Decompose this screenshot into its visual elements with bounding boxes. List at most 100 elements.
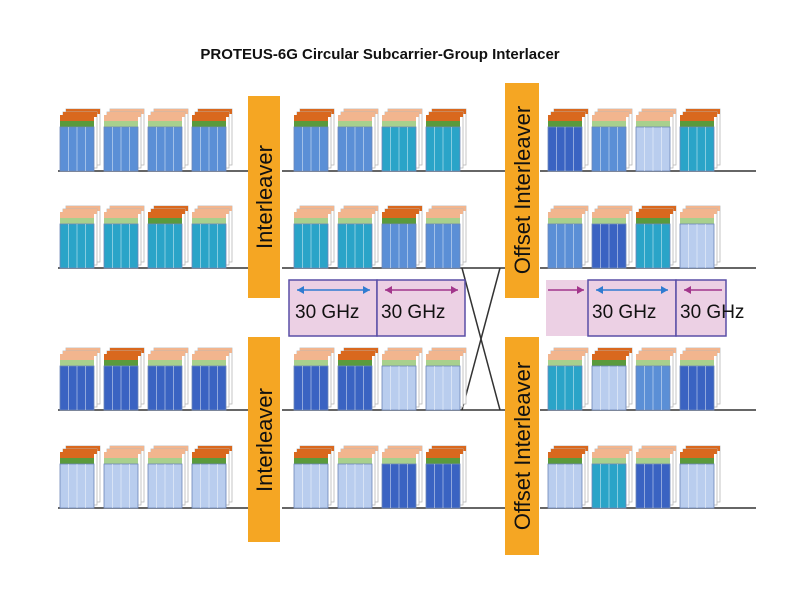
group-layer-header xyxy=(198,446,232,451)
subcarrier-group xyxy=(381,347,423,411)
group-header-green xyxy=(192,218,226,224)
subcarrier-group xyxy=(679,205,721,269)
offset-interleaver-bar xyxy=(505,83,539,298)
group-header-orange xyxy=(426,115,460,121)
offset-interleaver-bar-top: Offset Interleaver xyxy=(505,83,539,298)
interleaver-label: Interleaver xyxy=(252,145,277,249)
group-header-green xyxy=(192,360,226,366)
group-header-green xyxy=(592,458,626,464)
group-header-orange xyxy=(636,115,670,121)
subcarrier-group xyxy=(591,347,633,411)
subcarrier-group xyxy=(679,445,721,509)
subcarrier-group xyxy=(381,445,423,509)
subcarrier-group xyxy=(293,347,335,411)
group-layer-header xyxy=(554,446,588,451)
group-header-orange xyxy=(294,452,328,458)
subcarrier-group xyxy=(103,347,145,411)
group-header-green xyxy=(548,218,582,224)
group-header-green xyxy=(294,218,328,224)
band-label: 30 GHz xyxy=(381,302,445,323)
group-layer-header xyxy=(195,351,229,356)
group-header-green xyxy=(338,218,372,224)
group-header-orange xyxy=(60,452,94,458)
group-header-green xyxy=(294,121,328,127)
interleaver-label: Interleaver xyxy=(252,388,277,492)
subcarrier-group xyxy=(547,108,589,172)
group-layer-header xyxy=(598,206,632,211)
page-title: PROTEUS-6G Circular Subcarrier-Group Int… xyxy=(200,46,560,63)
group-layer-header xyxy=(344,206,378,211)
arrow-head xyxy=(596,286,603,294)
group-layer-header xyxy=(551,449,585,454)
group-header-green xyxy=(148,458,182,464)
subcarrier-group xyxy=(679,347,721,411)
group-layer-header xyxy=(63,112,97,117)
group-header-orange xyxy=(60,354,94,360)
subcarrier-group xyxy=(635,445,677,509)
group-layer-header xyxy=(388,446,422,451)
group-header-green xyxy=(104,458,138,464)
subcarrier-group xyxy=(147,108,189,172)
group-layer-header xyxy=(154,348,188,353)
group-header-orange xyxy=(636,354,670,360)
group-layer-header xyxy=(297,112,331,117)
group-layer-header xyxy=(297,449,331,454)
group-layer-header xyxy=(110,348,144,353)
subcarrier-group xyxy=(425,347,467,411)
subcarrier-group xyxy=(191,205,233,269)
group-layer-header xyxy=(598,109,632,114)
group-header-green xyxy=(636,360,670,366)
group-layer-header xyxy=(388,109,422,114)
subcarrier-group xyxy=(59,205,101,269)
group-header-green xyxy=(192,458,226,464)
group-header-orange xyxy=(680,212,714,218)
group-layer-header xyxy=(107,351,141,356)
group-layer-header xyxy=(432,348,466,353)
offset-interleaver-label: Offset Interleaver xyxy=(510,362,535,530)
group-layer-header xyxy=(429,209,463,214)
group-layer-header xyxy=(300,206,334,211)
group-layer-header xyxy=(341,209,375,214)
group-layer-header xyxy=(639,449,673,454)
interleaver-bar xyxy=(248,96,280,298)
subcarrier-group xyxy=(591,445,633,509)
group-layer-header xyxy=(195,449,229,454)
subcarrier-group xyxy=(59,445,101,509)
group-header-orange xyxy=(680,452,714,458)
group-layer-header xyxy=(151,351,185,356)
interleaver-bar-top: Interleaver xyxy=(248,96,280,298)
group-header-green xyxy=(382,121,416,127)
group-layer-header xyxy=(107,209,141,214)
subcarrier-group xyxy=(635,108,677,172)
band-label: 30 GHz xyxy=(592,302,656,323)
group-layer-header xyxy=(639,209,673,214)
group-layer-header xyxy=(341,112,375,117)
group-layer-header xyxy=(151,112,185,117)
group-header-orange xyxy=(104,115,138,121)
group-header-orange xyxy=(104,212,138,218)
group-layer-header xyxy=(551,209,585,214)
group-layer-header xyxy=(195,209,229,214)
subcarrier-group xyxy=(425,205,467,269)
group-header-orange xyxy=(636,452,670,458)
group-header-orange xyxy=(548,354,582,360)
group-layer-header xyxy=(642,348,676,353)
group-layer-header xyxy=(110,109,144,114)
group-header-orange xyxy=(60,115,94,121)
group-header-green xyxy=(548,360,582,366)
subcarrier-group xyxy=(381,205,423,269)
group-header-orange xyxy=(338,452,372,458)
subcarrier-group xyxy=(425,108,467,172)
arrow-head xyxy=(297,286,304,294)
group-header-orange xyxy=(294,212,328,218)
group-layer-header xyxy=(66,446,100,451)
group-layer-header xyxy=(429,112,463,117)
group-header-green xyxy=(592,360,626,366)
offset-interleaver-bar xyxy=(505,337,539,555)
group-header-orange xyxy=(382,354,416,360)
group-header-orange xyxy=(382,452,416,458)
subcarrier-group xyxy=(591,108,633,172)
group-header-green xyxy=(548,121,582,127)
group-header-green xyxy=(60,218,94,224)
